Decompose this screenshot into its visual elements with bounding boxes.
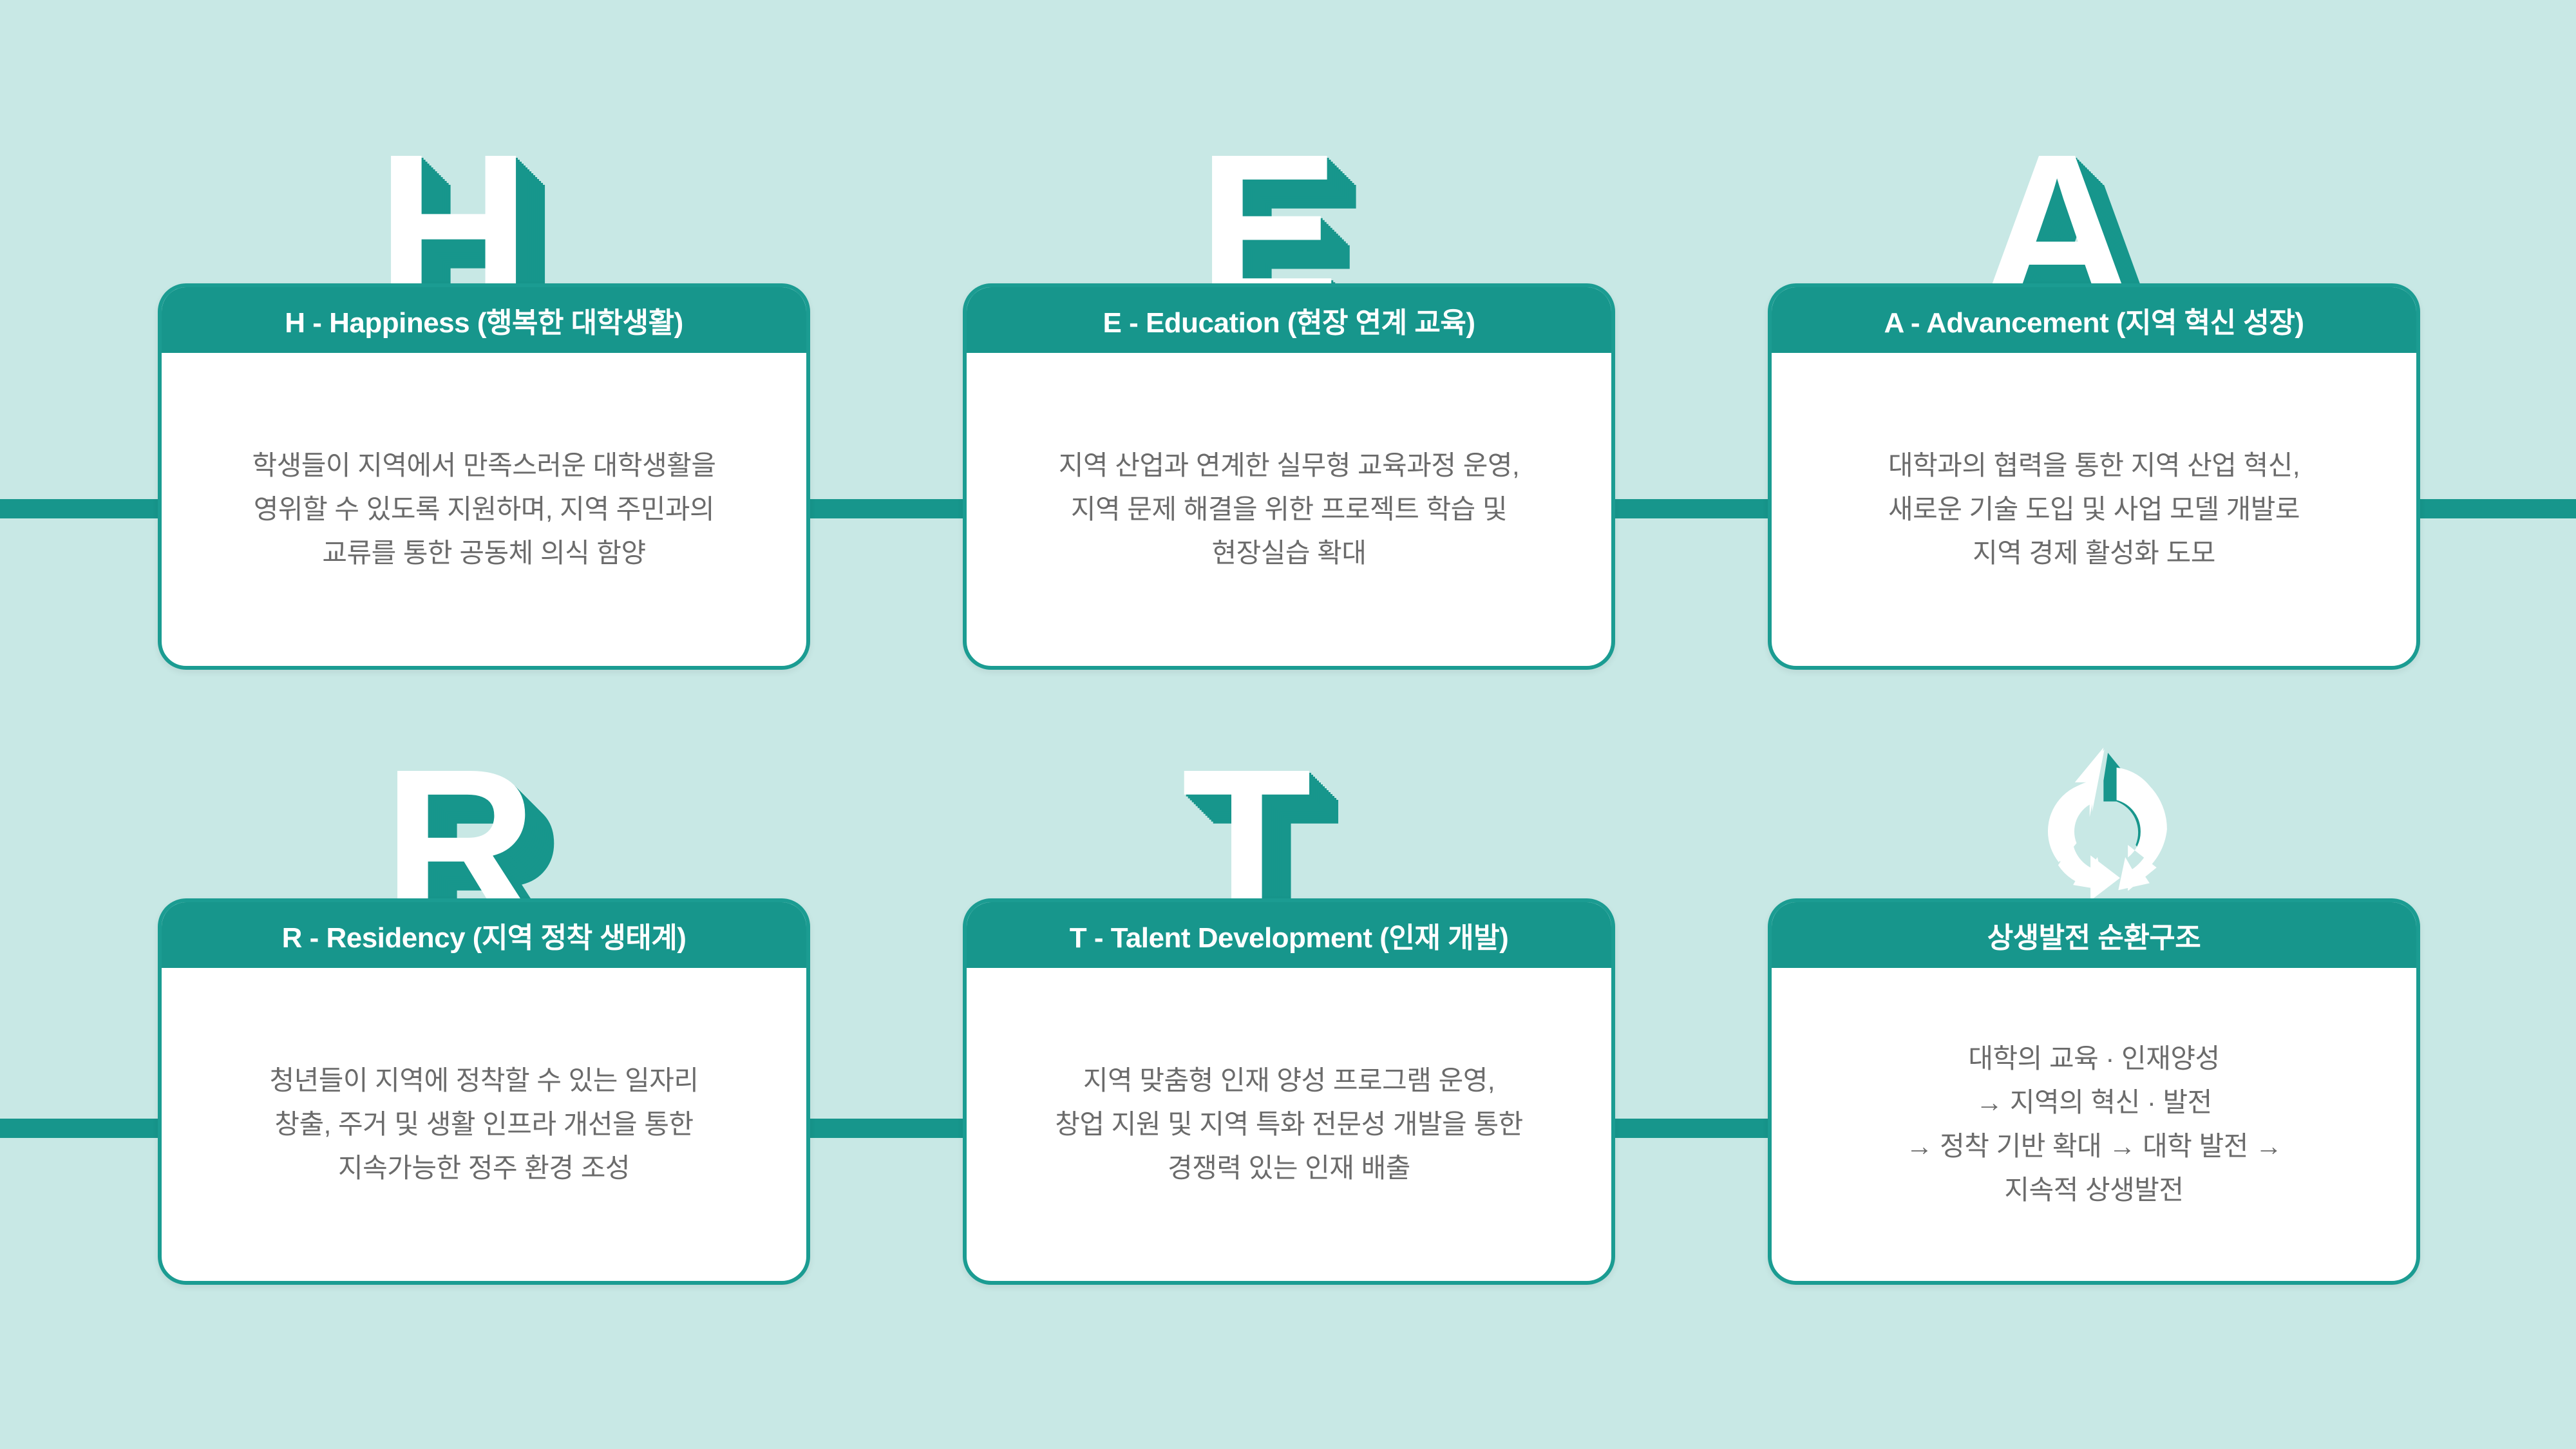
card-residency-body: 청년들이 지역에 정착할 수 있는 일자리 창출, 주거 및 생활 인프라 개선… bbox=[269, 1065, 699, 1184]
card-happiness[interactable]: H - Happiness (행복한 대학생활) 학생들이 지역에서 만족스러운… bbox=[158, 283, 810, 670]
card-education[interactable]: E - Education (현장 연계 교육) 지역 산업과 연계한 실무형 … bbox=[963, 283, 1615, 670]
card-education-title: E - Education (현장 연계 교육) bbox=[967, 287, 1611, 353]
connector-line-r-to-t bbox=[802, 1119, 968, 1138]
connector-line-left-top bbox=[0, 499, 161, 518]
card-virtuous-cycle[interactable]: 상생발전 순환구조 대학의 교육 · 인재양성 → 지역의 혁신 · 발전 → … bbox=[1768, 898, 2420, 1285]
card-talent-development-body: 지역 맞춤형 인재 양성 프로그램 운영, 창업 지원 및 지역 특화 전문성 … bbox=[1055, 1065, 1523, 1184]
recycle-arrows-icon bbox=[2016, 741, 2190, 914]
card-happiness-body: 학생들이 지역에서 만족스러운 대학생활을 영위할 수 있도록 지원하며, 지역… bbox=[252, 450, 716, 569]
card-residency-title: R - Residency (지역 정착 생태계) bbox=[162, 902, 806, 968]
card-advancement[interactable]: A - Advancement (지역 혁신 성장) 대학과의 협력을 통한 지… bbox=[1768, 283, 2420, 670]
card-virtuous-cycle-body: 대학의 교육 · 인재양성 → 지역의 혁신 · 발전 → 정착 기반 확대 →… bbox=[1906, 1043, 2282, 1206]
connector-line-t-to-cycle bbox=[1607, 1119, 1773, 1138]
card-virtuous-cycle-title: 상생발전 순환구조 bbox=[1772, 902, 2416, 968]
card-advancement-body: 대학과의 협력을 통한 지역 산업 혁신, 새로운 기술 도입 및 사업 모델 … bbox=[1888, 450, 2300, 569]
connector-line-h-to-e bbox=[802, 499, 968, 518]
card-education-body: 지역 산업과 연계한 실무형 교육과정 운영, 지역 문제 해결을 위한 프로젝… bbox=[1058, 450, 1520, 569]
card-happiness-title: H - Happiness (행복한 대학생활) bbox=[162, 287, 806, 353]
card-talent-development[interactable]: T - Talent Development (인재 개발) 지역 맞춤형 인재… bbox=[963, 898, 1615, 1285]
connector-line-right-top bbox=[2415, 499, 2576, 518]
card-talent-development-title: T - Talent Development (인재 개발) bbox=[967, 902, 1611, 968]
connector-line-e-to-a bbox=[1607, 499, 1773, 518]
card-advancement-title: A - Advancement (지역 혁신 성장) bbox=[1772, 287, 2416, 353]
connector-line-left-bottom bbox=[0, 1119, 161, 1138]
card-residency[interactable]: R - Residency (지역 정착 생태계) 청년들이 지역에 정착할 수… bbox=[158, 898, 810, 1285]
